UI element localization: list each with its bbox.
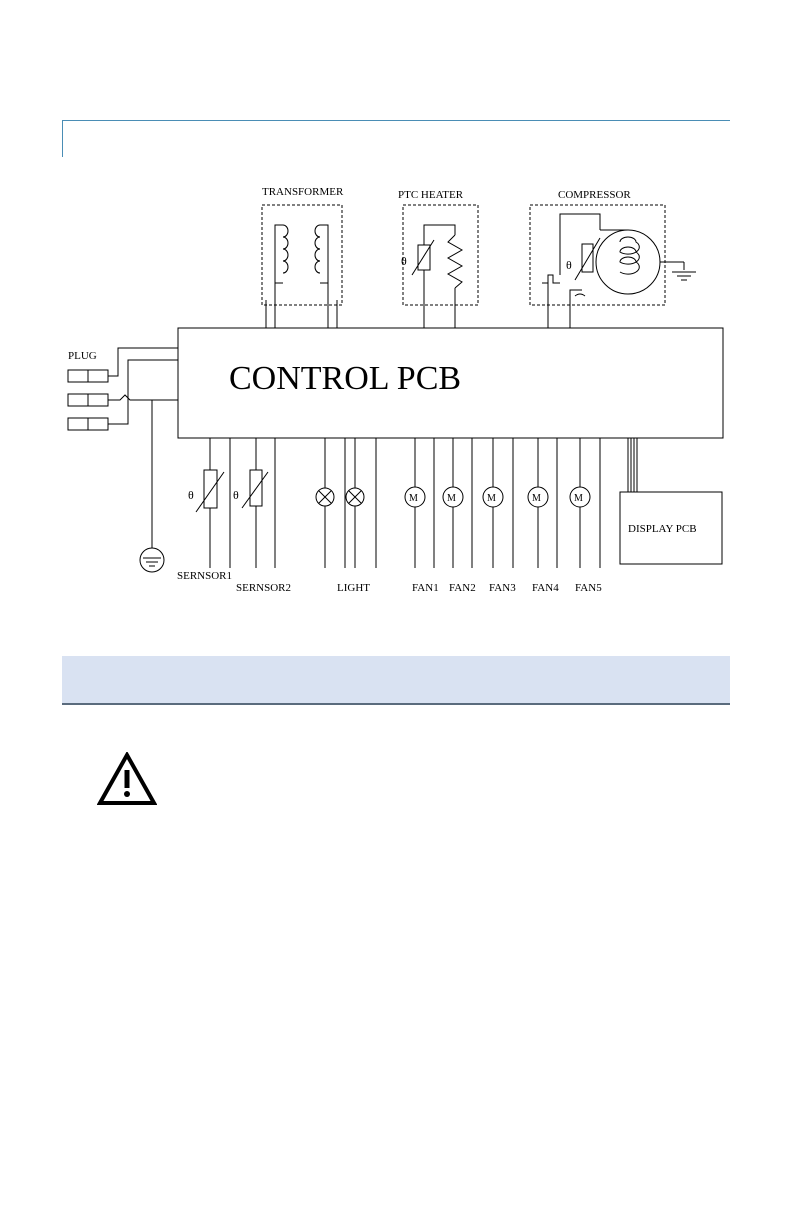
ptc-theta: θ [401,254,407,268]
fan5-motor-label: M [574,493,583,504]
display-pcb-label: DISPLAY PCB [628,523,697,535]
fans [405,438,600,568]
sensor1-theta: θ [188,488,194,502]
section-heading-band [62,656,730,705]
fan5-label: FAN5 [575,582,602,594]
control-pcb-label: CONTROL PCB [229,360,461,397]
compressor [530,205,696,328]
fan1-motor-label: M [409,493,418,504]
transformer-label: TRANSFORMER [262,186,344,198]
ptc-heater-label: PTC HEATER [398,189,464,201]
plug-label: PLUG [68,350,97,362]
sensor2 [242,438,275,568]
sensor2-label: SERNSOR2 [236,582,291,594]
sensor1 [196,438,230,568]
light [316,438,376,568]
sensor2-theta: θ [233,488,239,502]
sensor1-label: SERNSOR1 [177,570,232,582]
fan4-motor-label: M [532,493,541,504]
plug [68,348,178,572]
warning-icon [97,752,157,806]
fan3-motor-label: M [487,493,496,504]
fan1-label: FAN1 [412,582,439,594]
ptc-heater [403,205,478,328]
compressor-label: COMPRESSOR [558,189,631,201]
light-label: LIGHT [337,582,370,594]
fan2-label: FAN2 [449,582,476,594]
display-pcb [620,438,722,564]
compressor-theta: θ [566,258,572,272]
fan4-label: FAN4 [532,582,559,594]
fan3-label: FAN3 [489,582,516,594]
transformer [262,205,342,328]
wiring-diagram: TRANSFORMER PTC HEATER COMPRESSOR CONTRO… [0,0,793,650]
fan2-motor-label: M [447,493,456,504]
